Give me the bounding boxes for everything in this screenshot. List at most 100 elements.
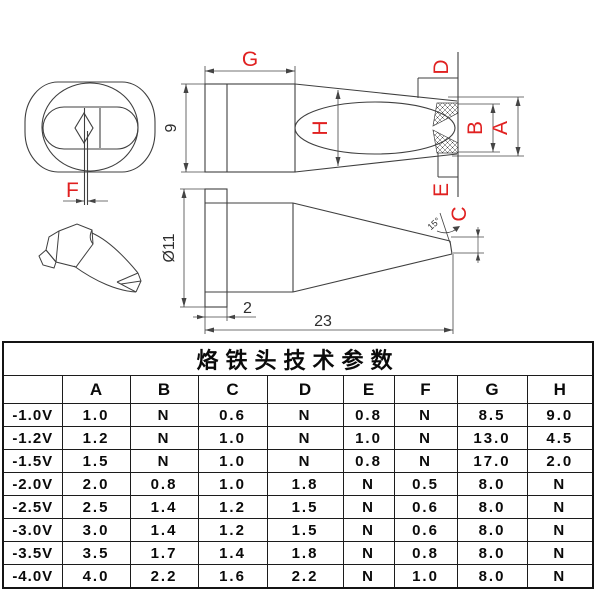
dim-G: G xyxy=(204,48,296,84)
isometric-view xyxy=(38,223,142,293)
label-H: H xyxy=(309,120,332,135)
value-cell: 1.0 xyxy=(61,403,131,427)
section-hatch-top xyxy=(432,102,459,127)
table-row: -1.2V 1.2 N 1.0 N 1.0 N 13.0 4.5 xyxy=(2,426,594,450)
header-A: A xyxy=(61,375,131,404)
label-G: G xyxy=(242,48,258,71)
value-cell: N xyxy=(342,472,395,496)
header-F: F xyxy=(393,375,458,404)
header-G: G xyxy=(456,375,528,404)
table-row: -4.0V 4.0 2.2 1.6 2.2 N 1.0 8.0 N xyxy=(2,564,594,589)
value-cell: 8.0 xyxy=(456,518,528,542)
iso-neck-curve xyxy=(89,229,94,245)
value-cell: N xyxy=(342,541,395,565)
value-cell: 1.4 xyxy=(197,541,268,565)
iso-flange-boss xyxy=(38,249,57,269)
value-cell: N xyxy=(526,495,594,519)
value-cell: N xyxy=(526,472,594,496)
dim-2: 2 xyxy=(193,292,256,321)
model-cell: -1.0V xyxy=(2,403,63,427)
iso-tip-face xyxy=(135,272,142,293)
dim-F: F xyxy=(63,179,108,204)
value-cell: 1.5 xyxy=(61,449,131,473)
value-cell: N xyxy=(342,495,395,519)
value-cell: 2.5 xyxy=(61,495,131,519)
iso-cone-bottom xyxy=(73,265,137,293)
value-cell: 1.0 xyxy=(197,449,268,473)
value-cell: 17.0 xyxy=(456,449,528,473)
model-cell: -1.2V xyxy=(2,426,63,450)
table-row: -1.5V 1.5 N 1.0 N 0.8 N 17.0 2.0 xyxy=(2,449,594,473)
iso-cone-top xyxy=(91,232,139,274)
dim-23-text: 23 xyxy=(314,313,332,330)
dim-H: H xyxy=(309,90,341,166)
side-view-top xyxy=(204,83,458,173)
value-cell: 13.0 xyxy=(456,426,528,450)
model-cell: -3.0V xyxy=(2,518,63,542)
model-cell: -2.0V xyxy=(2,472,63,496)
value-cell: N xyxy=(266,449,344,473)
value-cell: 1.6 xyxy=(197,564,268,589)
front-chisel-capsule xyxy=(42,106,139,150)
value-cell: N xyxy=(129,403,199,427)
model-cell: -3.5V xyxy=(2,541,63,565)
flange-rect xyxy=(204,188,228,308)
header-E: E xyxy=(342,375,395,404)
value-cell: 1.7 xyxy=(129,541,199,565)
value-cell: 1.8 xyxy=(266,472,344,496)
header-H: H xyxy=(526,375,594,404)
header-D: D xyxy=(266,375,344,404)
dim-angle-text: 15° xyxy=(426,215,443,232)
section-hatch-bottom xyxy=(432,129,459,154)
value-cell: 0.5 xyxy=(393,472,458,496)
body-rect xyxy=(204,83,296,173)
dim-C: C 15° xyxy=(426,206,484,263)
table-row: -1.0V 1.0 N 0.6 N 0.8 N 8.5 9.0 xyxy=(2,403,594,427)
model-cell: -2.5V xyxy=(2,495,63,519)
value-cell: 8.0 xyxy=(456,495,528,519)
taper-top xyxy=(294,83,458,102)
value-cell: 0.6 xyxy=(197,403,268,427)
value-cell: 1.0 xyxy=(197,426,268,450)
value-cell: 1.4 xyxy=(129,518,199,542)
value-cell: N xyxy=(129,449,199,473)
label-E: E xyxy=(430,183,453,197)
header-model-cell xyxy=(2,375,63,404)
value-cell: 4.5 xyxy=(526,426,594,450)
dim-9-text: 9 xyxy=(163,123,180,132)
label-C: C xyxy=(448,206,471,221)
label-F: F xyxy=(66,179,79,202)
tip-section-detail: D E B A xyxy=(417,52,524,197)
value-cell: 8.5 xyxy=(456,403,528,427)
value-cell: 1.2 xyxy=(197,495,268,519)
table-row: -3.5V 3.5 1.7 1.4 1.8 N 0.8 8.0 N xyxy=(2,541,594,565)
value-cell: 2.2 xyxy=(266,564,344,589)
value-cell: N xyxy=(342,518,395,542)
angle-ref-line xyxy=(439,212,451,244)
header-B: B xyxy=(129,375,199,404)
value-cell: 0.8 xyxy=(129,472,199,496)
table-row: -2.5V 2.5 1.4 1.2 1.5 N 0.6 8.0 N xyxy=(2,495,594,519)
value-cell: N xyxy=(526,518,594,542)
value-cell: 0.6 xyxy=(393,495,458,519)
value-cell: 1.2 xyxy=(61,426,131,450)
value-cell: N xyxy=(393,403,458,427)
cone-top-line xyxy=(292,202,451,242)
dim-23: 23 xyxy=(204,254,454,334)
table-row: -3.0V 3.0 1.4 1.2 1.5 N 0.6 8.0 N xyxy=(2,518,594,542)
iso-tip-notch xyxy=(116,272,142,293)
value-cell: 8.0 xyxy=(456,564,528,589)
tip-face-line xyxy=(449,240,453,255)
label-D: D xyxy=(430,59,453,74)
value-cell: N xyxy=(266,403,344,427)
dim-dia11: Ø11 xyxy=(161,188,205,308)
label-A: A xyxy=(489,121,512,135)
value-cell: 1.4 xyxy=(129,495,199,519)
iso-plate-edge xyxy=(55,230,60,263)
dim-2-text: 2 xyxy=(243,300,252,317)
front-outer-body xyxy=(24,81,156,173)
value-cell: N xyxy=(526,564,594,589)
table-title-row: 烙铁头技术参数 xyxy=(2,341,594,376)
front-view xyxy=(24,81,156,205)
value-cell: 0.6 xyxy=(393,518,458,542)
